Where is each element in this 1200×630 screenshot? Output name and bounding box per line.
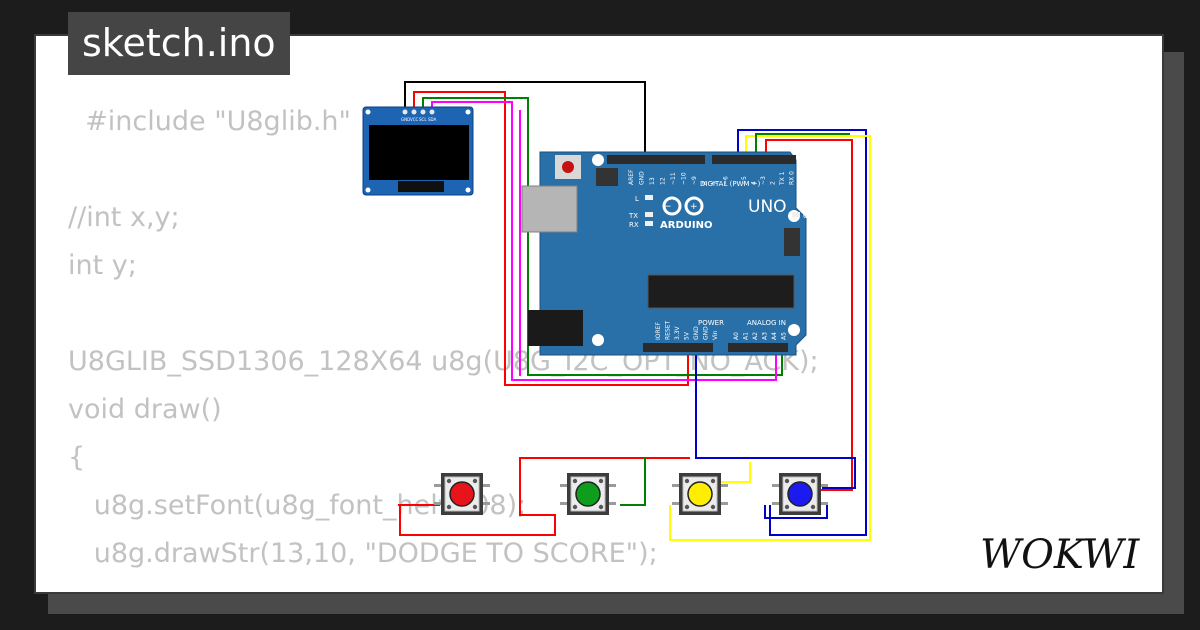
uno-label: UNO [748, 197, 787, 217]
oled-pin-vcc[interactable] [411, 109, 417, 115]
led-label-rx: RX [629, 221, 639, 229]
digital-pin-label: 13 [649, 177, 656, 185]
digital-label: DIGITAL (PWM ~) [700, 180, 761, 188]
power-analog-pin-label: A2 [752, 332, 759, 340]
wokwi-logo[interactable]: WOKWI [976, 522, 1156, 582]
digital-pin-label: TX 1 [779, 171, 786, 186]
wire-red-vcc [413, 91, 689, 386]
oled-pin-label: SDA [428, 117, 437, 122]
push-buttons [434, 473, 828, 515]
wire-yellow-btn [720, 462, 751, 483]
on-label: ON [803, 212, 814, 220]
power-label: POWER [698, 319, 724, 327]
button-cap-blue[interactable] [787, 481, 813, 507]
power-analog-pin-label: IOREF [655, 322, 662, 340]
oled-pin-label: GND [401, 117, 410, 122]
power-analog-pin-label: A5 [781, 332, 788, 340]
arduino-label: ARDUINO [660, 220, 712, 231]
code-line: //int x,y; [68, 202, 180, 233]
wokwi-logo-text: WOKWI [980, 532, 1140, 578]
digital-pin-label: ~11 [670, 172, 677, 185]
wire-green-scl [422, 97, 783, 376]
oled-pin-gnd[interactable] [402, 109, 408, 115]
code-line: int y; [68, 250, 137, 281]
power-analog-pin-label: GND [693, 326, 700, 340]
button-cap-yellow[interactable] [687, 481, 713, 507]
digital-pin-label: 8 [702, 181, 709, 185]
power-analog-pin-label: 5V [684, 331, 691, 340]
wire-magenta-sda [431, 101, 777, 381]
button-cap-red[interactable] [449, 481, 475, 507]
button-cap-green[interactable] [575, 481, 601, 507]
code-line: { [68, 442, 86, 473]
pushbutton-yellow[interactable] [672, 473, 728, 515]
digital-pin-label: AREF [628, 169, 635, 185]
power-analog-pin-label: Vin [712, 330, 719, 340]
digital-pin-label: 12 [660, 177, 667, 185]
digital-pin-label: GND [639, 171, 646, 185]
wire-blue-gnd [695, 345, 856, 489]
oled-pin-label: VCC [410, 117, 419, 122]
power-analog-pin-label: A0 [733, 332, 740, 340]
digital-pin-label: ~3 [760, 176, 767, 185]
oled-pin-sda[interactable] [429, 109, 435, 115]
svg-text:−: − [664, 202, 672, 212]
power-analog-pin-label: A4 [771, 332, 778, 340]
arduino-infinity-logo [662, 196, 704, 216]
oled-pin-scl[interactable] [420, 109, 426, 115]
code-line: u8g.drawStr(13,10, "DODGE TO SCORE"); [68, 538, 658, 569]
wire-red-btn [399, 457, 690, 536]
led-label-l: L [635, 195, 639, 203]
power-analog-pin-label: RESET [665, 320, 672, 340]
digital-pin-label: 4 [751, 181, 758, 185]
analog-label: ANALOG IN [747, 319, 786, 327]
wire-blue-top [737, 129, 867, 536]
digital-pin-label: 7 [712, 181, 719, 185]
digital-pin-label: ~6 [723, 176, 730, 185]
power-analog-pin-label: A1 [743, 332, 750, 340]
pushbutton-green[interactable] [560, 473, 616, 515]
pushbutton-red[interactable] [434, 473, 490, 515]
wire-black [404, 81, 646, 162]
code-line: #include "U8glib.h" [68, 106, 351, 137]
wire-red-top [765, 139, 853, 491]
power-analog-pin-label: A3 [762, 332, 769, 340]
digital-pin-label: 2 [770, 181, 777, 185]
power-analog-pin-label: GND [703, 326, 710, 340]
power-analog-pin-label: 3.3V [674, 325, 681, 340]
wire-green-btn [620, 458, 646, 506]
wire-yellow-top [669, 135, 871, 541]
wires [398, 81, 871, 541]
svg-text:+: + [690, 202, 698, 212]
wire-blue-btn [764, 505, 828, 519]
digital-pin-label: RX 0 [789, 171, 796, 185]
oled-pin-label: SCL [419, 117, 427, 122]
code-line: void draw() [68, 394, 222, 425]
digital-pin-label: ~9 [691, 176, 698, 185]
pushbutton-blue[interactable] [772, 473, 828, 515]
led-label-tx: TX [628, 212, 638, 220]
file-name-tab[interactable]: sketch.ino [68, 12, 290, 75]
digital-pin-label: ~5 [741, 176, 748, 185]
digital-pin-label: ~10 [681, 172, 688, 185]
